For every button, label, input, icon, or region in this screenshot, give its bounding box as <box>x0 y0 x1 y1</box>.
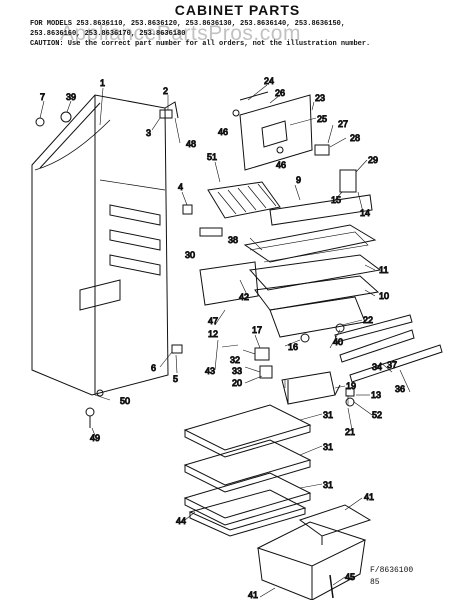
callout-5: 5 <box>173 374 178 384</box>
callout-42: 42 <box>239 292 249 302</box>
callout-31: 31 <box>323 410 333 420</box>
callout-31c: 31 <box>323 480 333 490</box>
figure-code: F/8636100 <box>370 566 414 575</box>
callout-23: 23 <box>315 93 325 103</box>
callout-20: 20 <box>232 378 242 388</box>
callout-21: 21 <box>345 427 355 437</box>
cabinet-shell <box>31 94 179 396</box>
crisper-cover-stack <box>199 194 382 338</box>
callout-15: 15 <box>331 195 341 205</box>
callout-25: 25 <box>317 114 327 124</box>
models-line-1: FOR MODELS 253.8636110, 253.8636120, 253… <box>30 20 346 28</box>
callout-6: 6 <box>151 363 156 373</box>
callout-48: 48 <box>186 139 196 149</box>
callout-16: 16 <box>288 342 298 352</box>
left-hardware <box>35 109 193 428</box>
callout-46b: 46 <box>276 160 286 170</box>
callout-22: 22 <box>363 315 373 325</box>
callout-2: 2 <box>163 86 168 96</box>
callout-17: 17 <box>252 325 262 335</box>
callout-37: 37 <box>387 360 397 370</box>
callout-44: 44 <box>176 516 186 526</box>
crisper-pans <box>256 504 372 600</box>
side-rails <box>334 314 443 383</box>
callout-labels: 1 2 3 4 5 6 7 9 10 11 12 13 14 15 16 17 … <box>40 76 406 600</box>
callout-3: 3 <box>146 128 151 138</box>
callout-43: 43 <box>205 366 215 376</box>
callout-28: 28 <box>350 133 360 143</box>
callout-14: 14 <box>360 208 370 218</box>
leader-lines <box>39 84 411 598</box>
callout-12: 12 <box>208 329 218 339</box>
callout-29: 29 <box>368 155 378 165</box>
callout-46: 46 <box>218 127 228 137</box>
callout-38: 38 <box>228 235 238 245</box>
callout-11: 11 <box>379 265 388 275</box>
evaporator-panel <box>232 91 357 193</box>
callout-19: 19 <box>346 381 356 391</box>
models-line-2: 253.8636160, 253.8636170, 253.8636180 <box>30 30 186 38</box>
callout-27: 27 <box>338 119 348 129</box>
callout-7: 7 <box>40 92 45 102</box>
callout-47: 47 <box>208 316 218 326</box>
callout-33: 33 <box>232 366 242 376</box>
callout-30: 30 <box>185 250 195 260</box>
callout-50: 50 <box>120 396 130 406</box>
callout-24: 24 <box>264 76 274 86</box>
callout-9: 9 <box>296 175 301 185</box>
callout-52: 52 <box>372 410 382 420</box>
watermark: AppliancePartsPros.com <box>60 22 301 45</box>
callout-40: 40 <box>333 337 343 347</box>
callout-32: 32 <box>230 355 240 365</box>
figure-revision: 85 <box>370 578 380 587</box>
callout-4: 4 <box>178 182 183 192</box>
callout-10: 10 <box>379 291 389 301</box>
glass-shelves <box>183 404 312 537</box>
callout-49: 49 <box>90 433 100 443</box>
callout-41b: 41 <box>248 590 258 600</box>
callout-36: 36 <box>395 384 405 394</box>
callout-39: 39 <box>66 92 76 102</box>
callout-1: 1 <box>100 78 105 88</box>
wire-shelf <box>207 181 281 219</box>
callout-13: 13 <box>371 390 381 400</box>
caution-line: CAUTION: Use the correct part number for… <box>30 40 371 48</box>
page-title: CABINET PARTS <box>174 2 301 18</box>
callout-41: 41 <box>364 492 374 502</box>
callout-31b: 31 <box>323 442 333 452</box>
callout-45: 45 <box>345 572 355 582</box>
callout-51: 51 <box>207 152 217 162</box>
callout-34: 34 <box>372 362 382 372</box>
callout-26: 26 <box>275 88 285 98</box>
